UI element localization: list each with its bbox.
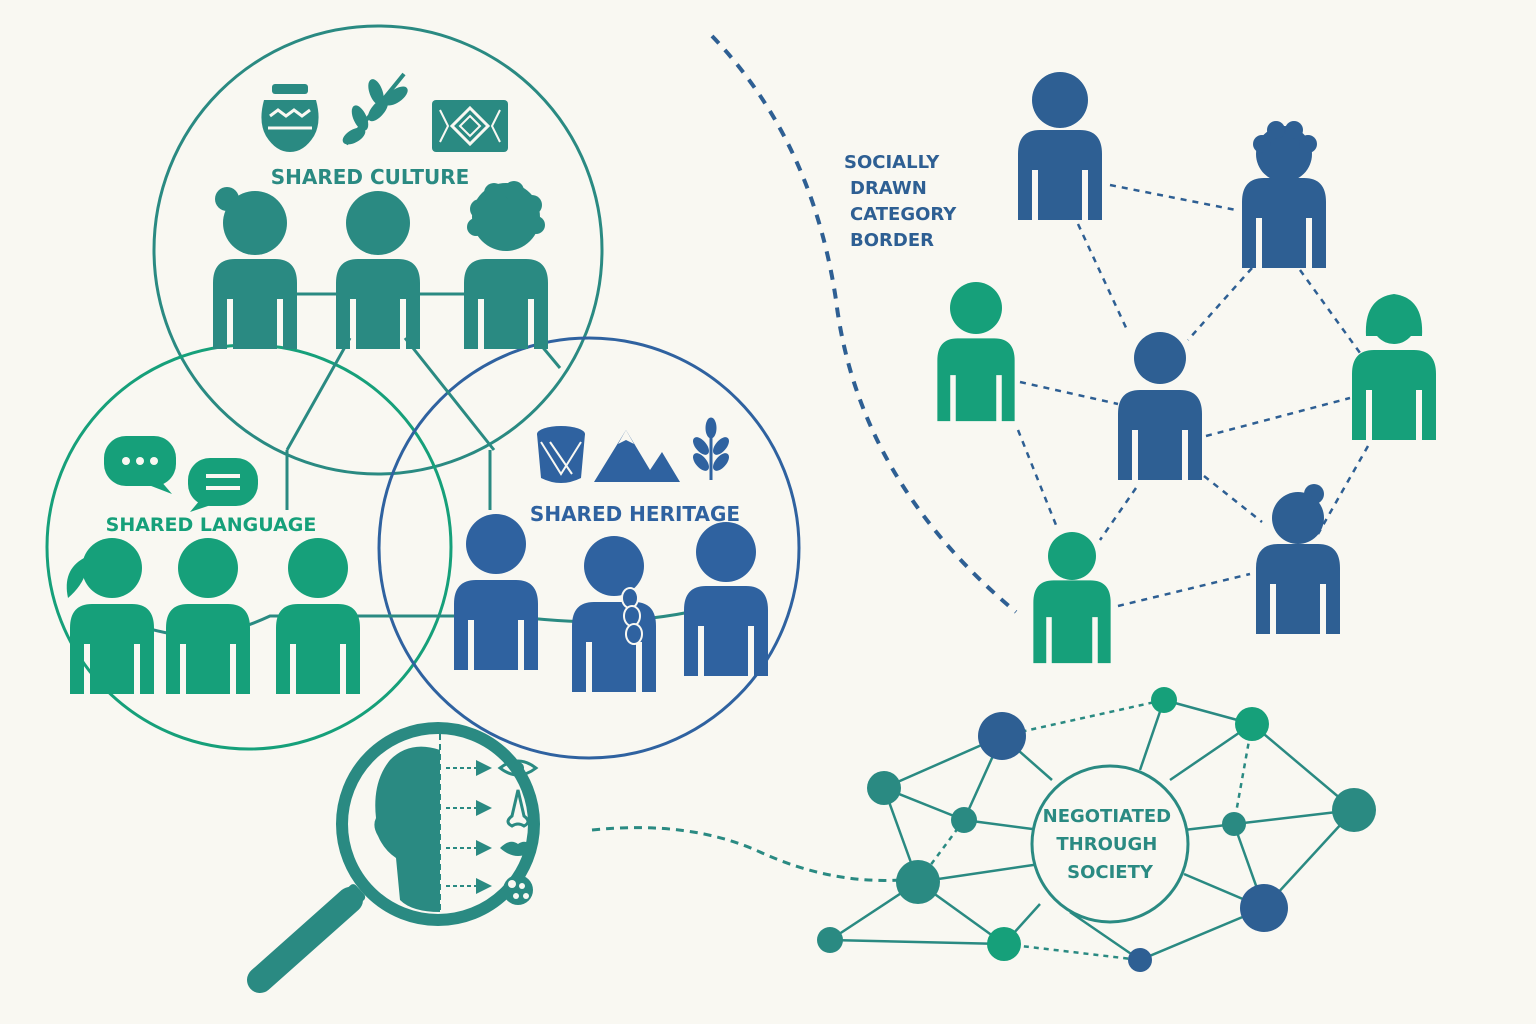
speech-bubble-icon xyxy=(188,458,258,512)
person-ponytail xyxy=(66,538,154,694)
culture-label: SHARED CULTURE xyxy=(271,165,470,189)
network-node xyxy=(978,712,1026,760)
person-blue-bun xyxy=(1256,484,1340,634)
network-node xyxy=(1222,812,1246,836)
person-blue xyxy=(1018,72,1102,220)
face-profile-icon xyxy=(374,746,440,912)
border-label: SOCIALLY DRAWN CATEGORY BORDER xyxy=(844,152,963,251)
network-node xyxy=(1332,788,1376,832)
magnifier-link xyxy=(591,826,901,882)
person-blue-curly xyxy=(1242,121,1326,268)
network-node xyxy=(1128,948,1152,972)
person-braid xyxy=(572,536,656,692)
negotiation-hub xyxy=(1030,764,1190,924)
negotiation-label: NEGOTIATED THROUGH SOCIETY xyxy=(1043,806,1178,883)
person-green-lower xyxy=(1033,532,1111,664)
person-blue-center xyxy=(1118,332,1202,480)
person-short-hair xyxy=(276,538,360,694)
person-short-hair xyxy=(684,522,768,676)
heritage-circle xyxy=(377,336,801,760)
person-bun xyxy=(213,187,297,349)
vase-icon xyxy=(261,84,319,152)
negotiation-network: NEGOTIATED THROUGH SOCIETY xyxy=(817,687,1376,972)
language-label: SHARED LANGUAGE xyxy=(106,514,317,536)
person-short-hair xyxy=(454,514,538,670)
culture-people xyxy=(213,181,548,349)
mountains-icon xyxy=(594,430,680,482)
network-nodes xyxy=(817,687,1376,972)
lips-icon xyxy=(500,841,536,856)
nose-icon xyxy=(506,789,530,828)
language-people xyxy=(66,538,360,694)
person-green-long-hair xyxy=(1352,294,1436,440)
network-node xyxy=(987,927,1021,961)
heritage-people xyxy=(454,514,768,692)
person-short-hair xyxy=(336,191,420,349)
hair-icon xyxy=(503,875,533,905)
social-people xyxy=(937,72,1436,664)
heritage-label: SHARED HERITAGE xyxy=(530,502,740,526)
category-border-line xyxy=(710,34,1018,614)
network-node xyxy=(1235,707,1269,741)
eye-icon xyxy=(497,759,539,777)
woven-textile-icon xyxy=(432,100,508,152)
plant-icon xyxy=(693,417,729,480)
person-curly-hair xyxy=(464,181,548,349)
drum-icon xyxy=(537,426,585,483)
olive-branch-icon xyxy=(342,72,408,146)
speech-bubble-icon xyxy=(104,436,176,494)
person-green xyxy=(937,282,1015,422)
culture-circle xyxy=(152,24,604,476)
network-node xyxy=(1240,884,1288,932)
network-node xyxy=(1151,687,1177,713)
network-node xyxy=(817,927,843,953)
person-short-hair xyxy=(166,538,250,694)
network-node xyxy=(867,771,901,805)
network-node xyxy=(896,860,940,904)
network-node xyxy=(951,807,977,833)
social-links xyxy=(1016,183,1370,608)
magnifier-icon xyxy=(247,722,540,993)
